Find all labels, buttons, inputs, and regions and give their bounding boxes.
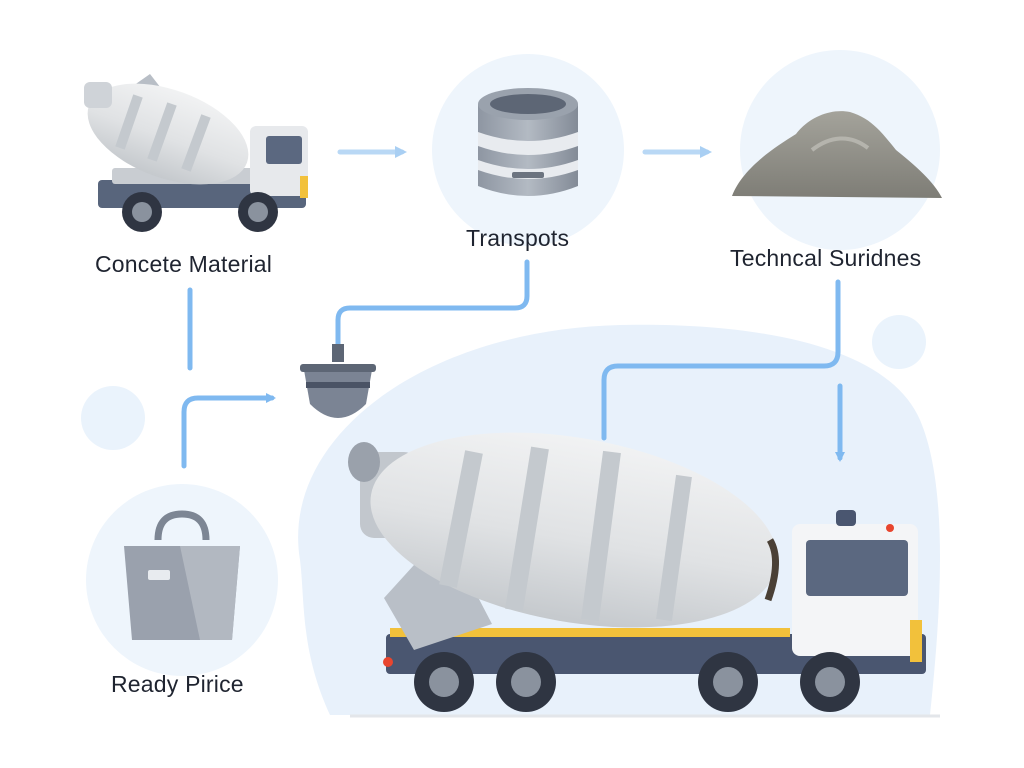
deco-dot-left — [81, 386, 145, 450]
cylinder-drum-icon — [478, 88, 578, 196]
sand-pile-icon — [732, 111, 942, 198]
deco-dot-right — [872, 315, 926, 369]
bucket-bag-icon — [124, 510, 240, 640]
concrete-material-label: Concete Material — [95, 251, 273, 277]
hopper-icon — [300, 344, 376, 418]
line-technical-to-truck — [601, 279, 841, 441]
small-mixer-truck-icon — [84, 74, 308, 232]
connectors — [181, 146, 845, 469]
line-transports-to-hopper — [335, 259, 530, 349]
arrow-ready-to-hopper — [181, 393, 276, 469]
technical-label: Techncal Suridnes — [730, 245, 922, 271]
concrete-mixer-truck-icon — [348, 432, 940, 718]
ready-price-label: Ready Pirice — [111, 671, 244, 697]
transports-label: Transpots — [466, 225, 570, 251]
